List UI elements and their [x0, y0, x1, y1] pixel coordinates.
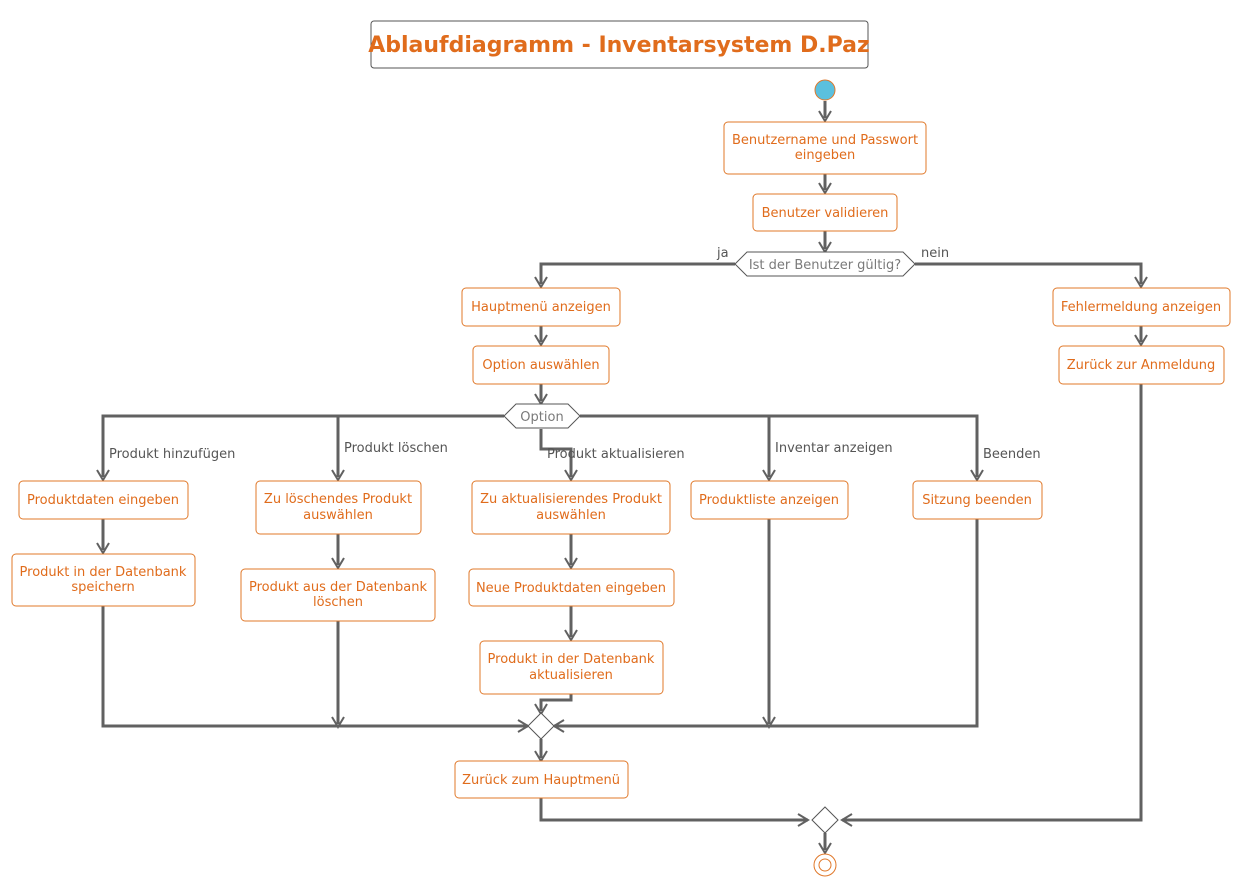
svg-text:eingeben: eingeben: [795, 148, 856, 163]
edge-backmain-final: [539, 798, 808, 822]
label-no: nein: [921, 246, 949, 261]
arrowheads: [96, 110, 1148, 855]
svg-text:auswählen: auswählen: [303, 508, 373, 523]
svg-text:Hauptmenü anzeigen: Hauptmenü anzeigen: [471, 300, 611, 315]
svg-text:Fehlermeldung anzeigen: Fehlermeldung anzeigen: [1061, 300, 1221, 315]
edges: [101, 101, 1143, 850]
decision-valid-user-text: Ist der Benutzer gültig?: [749, 258, 901, 273]
merge-diamond-options: [527, 712, 555, 740]
svg-text:auswählen: auswählen: [536, 508, 606, 523]
svg-text:löschen: löschen: [313, 595, 363, 610]
label-quit: Beenden: [983, 447, 1041, 462]
svg-text:Produktliste anzeigen: Produktliste anzeigen: [699, 493, 839, 508]
label-yes: ja: [716, 246, 729, 261]
node-enter-product: Produktdaten eingeben: [18, 480, 189, 520]
diagram-title: Ablaufdiagramm - Inventarsystem D.Paz: [368, 20, 870, 69]
node-choose-option: Option auswählen: [472, 345, 610, 385]
node-validate: Benutzer validieren: [752, 193, 898, 232]
svg-text:Zu löschendes Produkt: Zu löschendes Produkt: [264, 492, 412, 507]
svg-text:Sitzung beenden: Sitzung beenden: [922, 493, 1032, 508]
node-update-product: Produkt in der Datenbank aktualisieren: [479, 640, 664, 695]
node-enter-new: Neue Produktdaten eingeben: [468, 568, 675, 607]
decision-valid-user: Ist der Benutzer gültig?: [734, 251, 916, 277]
svg-text:Benutzer validieren: Benutzer validieren: [762, 206, 889, 221]
svg-text:Produkt aus der Datenbank: Produkt aus der Datenbank: [249, 580, 427, 595]
svg-text:Zu aktualisierendes Produkt: Zu aktualisierendes Produkt: [480, 492, 662, 507]
svg-text:Benutzername und Passwort: Benutzername und Passwort: [732, 133, 918, 148]
edge-branch-quit: [580, 414, 979, 477]
decision-option-text: Option: [520, 410, 563, 425]
svg-text:Produktdaten eingeben: Produktdaten eingeben: [27, 493, 179, 508]
node-login: Benutzername und Passwort eingeben: [723, 121, 927, 175]
edge-yes: [539, 262, 735, 284]
edge-end-merge: [554, 519, 979, 728]
label-delete: Produkt löschen: [344, 441, 448, 456]
diagram-title-text: Ablaufdiagramm - Inventarsystem D.Paz: [368, 33, 870, 58]
edge-save-merge: [101, 606, 528, 728]
node-select-update: Zu aktualisierendes Produkt auswählen: [471, 480, 671, 535]
svg-text:Produkt in der Datenbank: Produkt in der Datenbank: [488, 652, 655, 667]
edge-updated-merge: [539, 694, 573, 711]
edge-back-login-merge: [842, 384, 1143, 822]
svg-text:Zurück zum Hauptmenü: Zurück zum Hauptmenü: [462, 773, 620, 788]
svg-text:aktualisieren: aktualisieren: [529, 668, 613, 683]
label-add: Produkt hinzufügen: [109, 447, 235, 462]
node-end-session: Sitzung beenden: [912, 480, 1043, 520]
node-product-list: Produktliste anzeigen: [690, 480, 849, 520]
label-update: Produkt aktualisieren: [547, 447, 685, 462]
node-delete-product: Produkt aus der Datenbank löschen: [240, 568, 436, 622]
node-error: Fehlermeldung anzeigen: [1052, 287, 1231, 327]
svg-text:Produkt in der Datenbank: Produkt in der Datenbank: [20, 565, 187, 580]
decision-option: Option: [503, 403, 581, 429]
svg-text:speichern: speichern: [71, 580, 134, 595]
edge-branch-add: [101, 414, 504, 477]
node-back-main: Zurück zum Hauptmenü: [454, 760, 629, 799]
edge-branch-update: [539, 429, 573, 477]
svg-text:Neue Produktdaten eingeben: Neue Produktdaten eingeben: [476, 581, 666, 596]
node-back-login: Zurück zur Anmeldung: [1058, 345, 1225, 385]
edge-no: [915, 262, 1143, 284]
end-node: [813, 853, 837, 877]
svg-text:Option auswählen: Option auswählen: [482, 358, 599, 373]
label-inventory: Inventar anzeigen: [775, 441, 893, 456]
svg-text:Zurück zur Anmeldung: Zurück zur Anmeldung: [1067, 358, 1215, 373]
node-main-menu: Hauptmenü anzeigen: [461, 287, 621, 327]
node-save-product: Produkt in der Datenbank speichern: [11, 553, 196, 607]
start-node: [814, 79, 836, 101]
merge-diamond-final: [811, 806, 839, 834]
node-select-delete: Zu löschendes Produkt auswählen: [255, 480, 422, 535]
